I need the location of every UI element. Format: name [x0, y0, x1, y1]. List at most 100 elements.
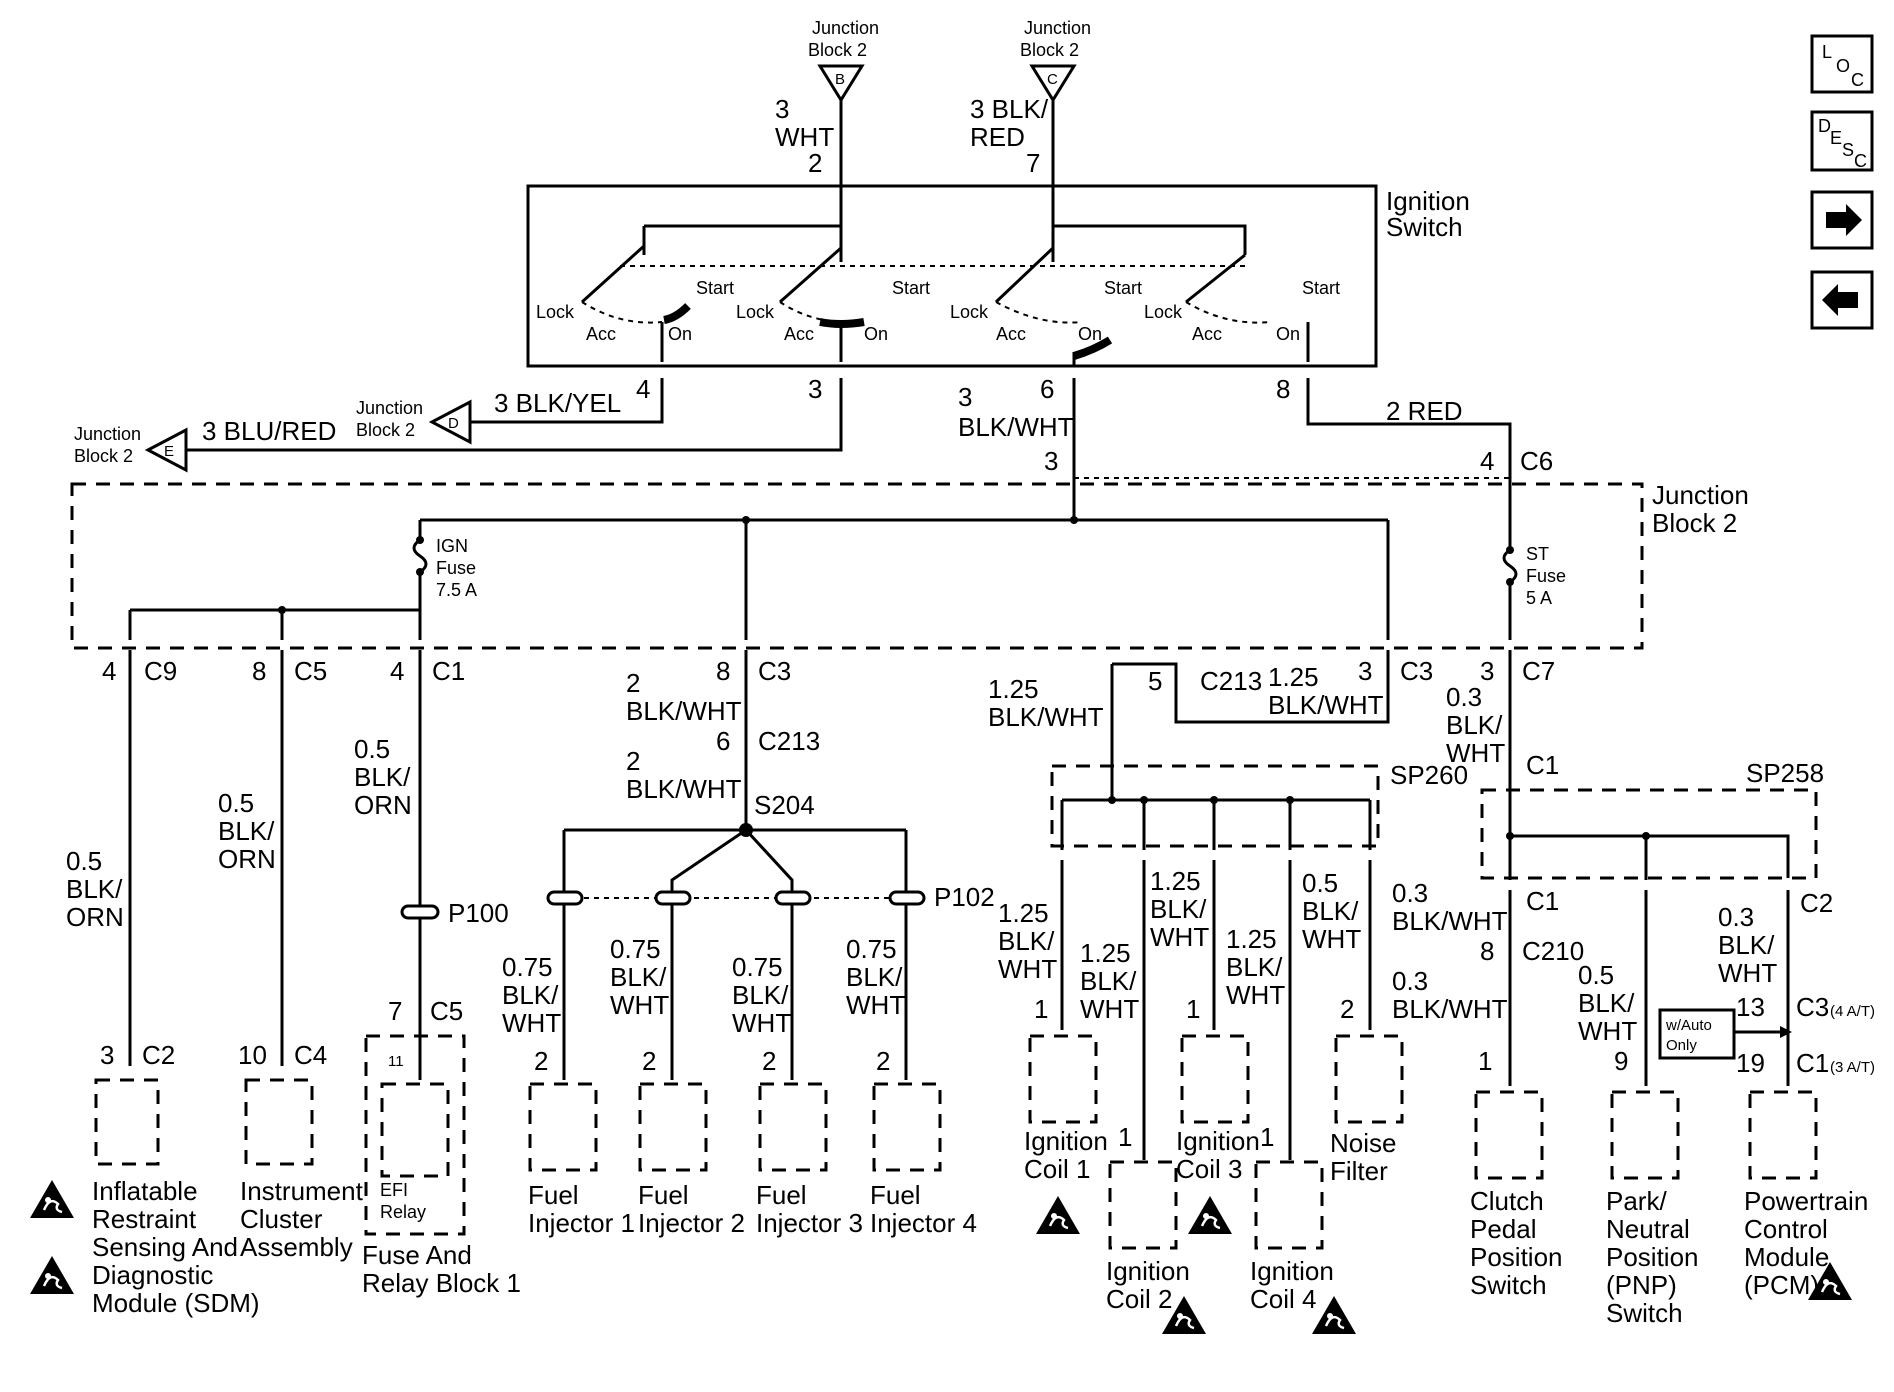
- svg-text:1: 1: [1034, 994, 1048, 1024]
- svg-text:BLK/: BLK/: [218, 816, 275, 846]
- svg-text:2: 2: [808, 148, 822, 178]
- svg-text:Coil 1: Coil 1: [1024, 1154, 1090, 1184]
- esd-warning-icon: [1310, 1294, 1358, 1336]
- svg-text:1.25: 1.25: [988, 674, 1039, 704]
- svg-text:C5: C5: [294, 656, 327, 686]
- svg-text:ST: ST: [1526, 544, 1549, 564]
- svg-text:ORN: ORN: [218, 844, 276, 874]
- svg-text:3: 3: [808, 374, 822, 404]
- svg-text:8: 8: [716, 656, 730, 686]
- svg-text:0.5: 0.5: [1302, 868, 1338, 898]
- svg-text:Instrument: Instrument: [240, 1176, 364, 1206]
- svg-text:BLK/: BLK/: [1446, 710, 1503, 740]
- svg-text:Junction: Junction: [1024, 18, 1091, 38]
- svg-text:0.3: 0.3: [1392, 878, 1428, 908]
- svg-text:S204: S204: [754, 790, 815, 820]
- svg-text:Cluster: Cluster: [240, 1204, 323, 1234]
- svg-text:w/Auto: w/Auto: [1665, 1017, 1712, 1034]
- svg-text:BLK/: BLK/: [732, 980, 789, 1010]
- svg-text:L: L: [1822, 42, 1832, 62]
- svg-text:Block 2: Block 2: [1652, 508, 1737, 538]
- svg-text:9: 9: [1614, 1046, 1628, 1076]
- svg-text:Inflatable: Inflatable: [92, 1176, 198, 1206]
- desc-button[interactable]: D E S C: [1810, 110, 1874, 172]
- svg-text:Fuse And: Fuse And: [362, 1240, 472, 1270]
- svg-text:3 BLU/RED: 3 BLU/RED: [202, 416, 336, 446]
- svg-text:C210: C210: [1522, 936, 1584, 966]
- svg-text:Assembly: Assembly: [240, 1232, 353, 1262]
- svg-text:WHT: WHT: [998, 954, 1057, 984]
- svg-text:D: D: [448, 415, 459, 432]
- svg-text:WHT: WHT: [502, 1008, 561, 1038]
- svg-text:WHT: WHT: [1578, 1016, 1637, 1046]
- svg-text:(3 A/T): (3 A/T): [1830, 1059, 1875, 1076]
- svg-text:C: C: [1851, 70, 1864, 90]
- svg-text:BLK/: BLK/: [1150, 894, 1207, 924]
- svg-text:Injector 3: Injector 3: [756, 1208, 863, 1238]
- svg-text:Injector 2: Injector 2: [638, 1208, 745, 1238]
- svg-text:Lock: Lock: [736, 302, 775, 322]
- svg-text:Junction: Junction: [812, 18, 879, 38]
- svg-text:Coil 2: Coil 2: [1106, 1284, 1172, 1314]
- svg-text:BLK/WHT: BLK/WHT: [958, 412, 1074, 442]
- feed-junction-block-b: Junction Block 2 B 3 WHT 2: [775, 18, 879, 180]
- svg-text:C5: C5: [430, 996, 463, 1026]
- svg-text:C1: C1: [432, 656, 465, 686]
- start-circuit-branch: 0.3 BLK/ WHT C1 SP258 C1 0.3 BLK/WHT 8 C…: [1392, 650, 1875, 1328]
- svg-text:0.75: 0.75: [502, 952, 553, 982]
- svg-text:Ignition: Ignition: [1386, 186, 1470, 216]
- svg-text:Fuel: Fuel: [638, 1180, 689, 1210]
- svg-text:2: 2: [642, 1046, 656, 1076]
- svg-text:E: E: [1830, 128, 1842, 148]
- svg-text:BLK/WHT: BLK/WHT: [1392, 994, 1508, 1024]
- svg-text:BLK/: BLK/: [610, 962, 667, 992]
- svg-text:BLK/: BLK/: [998, 926, 1055, 956]
- svg-text:Ignition: Ignition: [1176, 1126, 1260, 1156]
- feed-junction-block-d: D Junction Block 2 3 BLK/YEL: [356, 378, 664, 445]
- svg-text:ORN: ORN: [66, 902, 124, 932]
- svg-text:Module (SDM): Module (SDM): [92, 1288, 260, 1318]
- svg-text:Control: Control: [1744, 1214, 1828, 1244]
- svg-text:19: 19: [1736, 1048, 1765, 1078]
- svg-text:Acc: Acc: [996, 324, 1026, 344]
- svg-text:0.5: 0.5: [66, 846, 102, 876]
- svg-text:Acc: Acc: [784, 324, 814, 344]
- svg-text:BLK/WHT: BLK/WHT: [1268, 690, 1384, 720]
- svg-text:BLK/: BLK/: [354, 762, 411, 792]
- svg-text:On: On: [1078, 324, 1102, 344]
- svg-text:5 A: 5 A: [1526, 588, 1552, 608]
- svg-text:B: B: [835, 71, 845, 88]
- svg-text:BLK/: BLK/: [66, 874, 123, 904]
- svg-text:1: 1: [1260, 1122, 1274, 1152]
- ignition-coil-branch: 1.25 BLK/WHT 5 C213 1.25 BLK/WHT SP260 1…: [988, 650, 1468, 1336]
- svg-text:4: 4: [390, 656, 404, 686]
- esd-warning-icon: [1034, 1194, 1082, 1236]
- prev-page-button[interactable]: [1810, 270, 1874, 330]
- svg-text:D: D: [1818, 116, 1831, 136]
- svg-text:SP260: SP260: [1390, 760, 1468, 790]
- svg-text:Sensing And: Sensing And: [92, 1232, 238, 1262]
- svg-text:6: 6: [1040, 374, 1054, 404]
- svg-text:Fuel: Fuel: [528, 1180, 579, 1210]
- instrument-cluster-branch: 0.5 BLK/ ORN 10 C4 Instrument Cluster As…: [218, 650, 364, 1262]
- svg-text:On: On: [1276, 324, 1300, 344]
- svg-text:Restraint: Restraint: [92, 1204, 197, 1234]
- svg-text:WHT: WHT: [1718, 958, 1777, 988]
- svg-text:WHT: WHT: [1446, 738, 1505, 768]
- svg-text:WHT: WHT: [1226, 980, 1285, 1010]
- svg-text:C2: C2: [142, 1040, 175, 1070]
- svg-text:C4: C4: [294, 1040, 327, 1070]
- svg-text:Injector 1: Injector 1: [528, 1208, 635, 1238]
- svg-text:P102: P102: [934, 882, 995, 912]
- svg-text:Acc: Acc: [1192, 324, 1222, 344]
- svg-text:Fuel: Fuel: [756, 1180, 807, 1210]
- loc-button[interactable]: L O C: [1810, 34, 1874, 94]
- svg-text:BLK/WHT: BLK/WHT: [988, 702, 1104, 732]
- svg-text:C: C: [1854, 151, 1867, 171]
- svg-text:C3: C3: [1796, 992, 1829, 1022]
- svg-text:Start: Start: [1302, 278, 1340, 298]
- svg-text:Only: Only: [1666, 1037, 1697, 1054]
- svg-text:13: 13: [1736, 992, 1765, 1022]
- svg-text:C1: C1: [1796, 1048, 1829, 1078]
- next-page-button[interactable]: [1810, 190, 1874, 250]
